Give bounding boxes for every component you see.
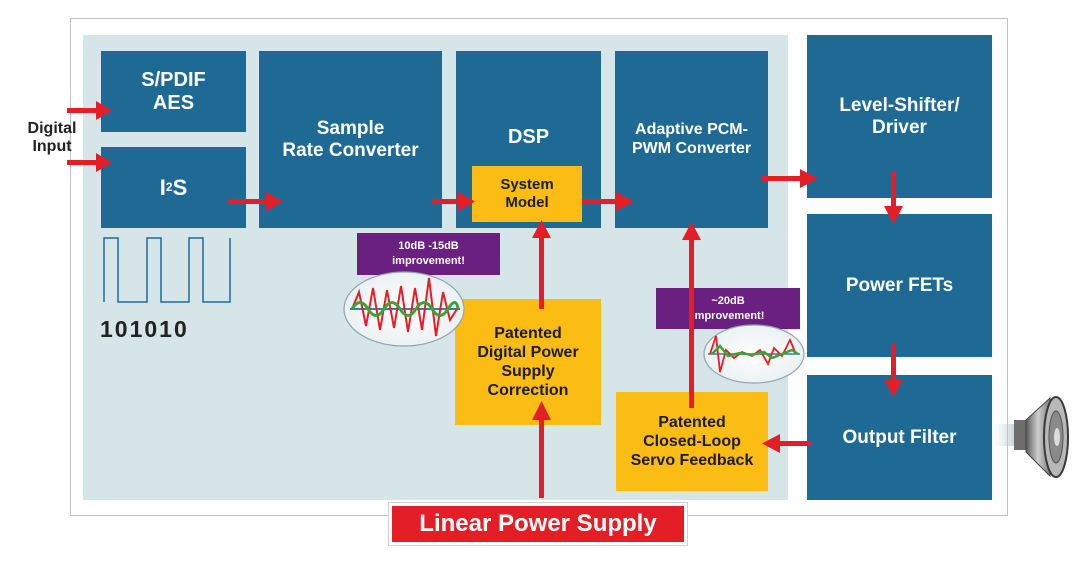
signal-arrows: [67, 101, 903, 498]
arrow-servo-to-pcm: [682, 222, 701, 408]
arrow-i2s-to-src: [228, 192, 283, 211]
waveform-oval-1: [343, 271, 465, 347]
waveform-oval-2: [703, 324, 805, 384]
i2s-label-end: S: [172, 174, 188, 200]
linear-power-supply-label: Linear Power Supply: [389, 503, 687, 545]
arrow-input-i2s: [67, 153, 112, 172]
output-filter-block: Output Filter: [807, 375, 992, 500]
square-wave-icon: [103, 237, 231, 303]
improvement-callout-1: 10dB -15dB improvement!: [357, 233, 500, 275]
arrow-fets-to-outputfilter: [884, 343, 903, 397]
arrow-pcm-to-levelshifter: [762, 169, 818, 188]
level-shifter-driver-block: Level-Shifter/ Driver: [807, 35, 992, 198]
dsp-label: DSP: [507, 126, 550, 148]
arrow-powersupply-to-dpsc: [532, 401, 551, 498]
arrow-dsp-to-pcm: [582, 192, 634, 211]
speaker-icon: [992, 396, 1069, 478]
digital-input-label: Digital Input: [27, 120, 77, 155]
arrow-outputfilter-to-servo: [762, 434, 812, 453]
binary-label: 101010: [100, 316, 189, 342]
spdif-aes-block: S/PDIF AES: [101, 51, 246, 132]
i2s-label-sup: 2: [165, 179, 173, 194]
arrow-dpsc-to-systemmodel: [532, 220, 551, 309]
closed-loop-servo-feedback-block: Patented Closed-Loop Servo Feedback: [616, 392, 768, 491]
arrow-src-to-dsp: [432, 192, 475, 211]
i2s-label-base: I: [159, 174, 166, 200]
system-model-block: System Model: [472, 166, 582, 222]
digital-power-supply-correction-block: Patented Digital Power Supply Correction: [455, 299, 601, 425]
improvement-callout-2: ~20dB improvement!: [656, 288, 800, 329]
arrow-levelshifter-to-fets: [884, 172, 903, 224]
sample-rate-converter-block: Sample Rate Converter: [259, 51, 442, 228]
pcm-pwm-converter-block: Adaptive PCM- PWM Converter: [615, 51, 768, 228]
arrow-input-spdif: [67, 101, 112, 120]
power-fets-block: Power FETs: [807, 214, 992, 357]
